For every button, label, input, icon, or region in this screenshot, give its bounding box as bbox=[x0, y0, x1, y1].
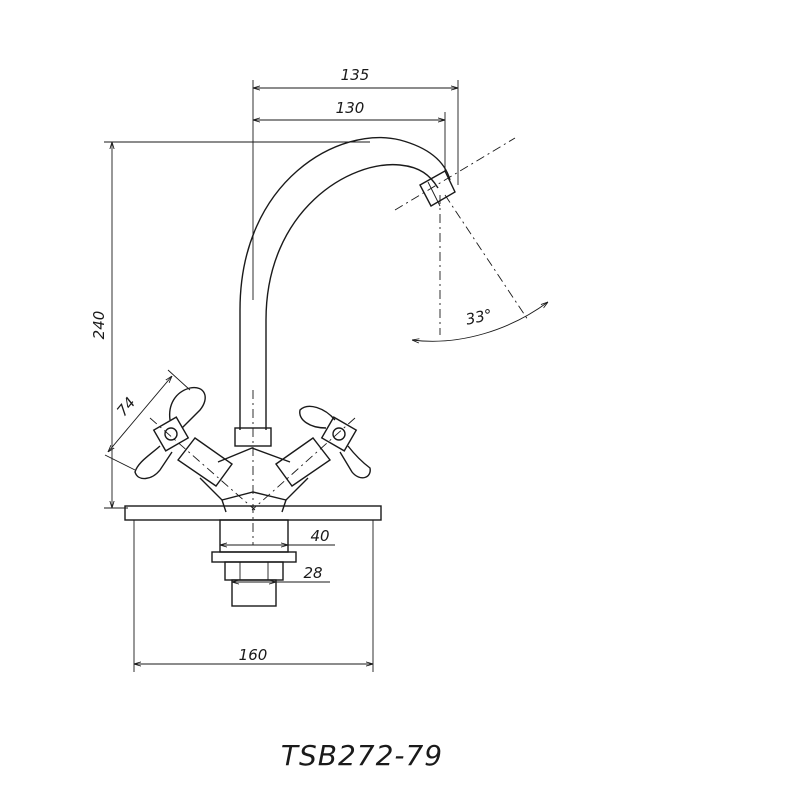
dim-28-label: 28 bbox=[303, 564, 322, 582]
base-assembly bbox=[124, 505, 382, 607]
dimension-40: 40 bbox=[219, 527, 335, 552]
left-valve-body bbox=[176, 437, 233, 487]
dimension-angle: 33° bbox=[412, 302, 548, 341]
right-valve-body bbox=[275, 437, 332, 487]
dimension-240: 240 bbox=[90, 141, 370, 509]
dim-135-label: 135 bbox=[341, 66, 370, 84]
dimension-130: 130 bbox=[253, 99, 446, 172]
dim-240-label: 240 bbox=[90, 311, 108, 340]
faucet-body bbox=[176, 437, 332, 513]
dim-33-label: 33° bbox=[464, 306, 494, 329]
dim-160-label: 160 bbox=[239, 646, 268, 664]
nut bbox=[224, 561, 284, 581]
dimension-28: 28 bbox=[231, 564, 330, 590]
washer bbox=[211, 551, 297, 563]
model-title: TSB272-79 bbox=[281, 739, 443, 772]
spout bbox=[234, 136, 456, 447]
dimension-160: 160 bbox=[133, 520, 374, 672]
aerator-nozzle bbox=[419, 170, 456, 207]
shank bbox=[219, 519, 289, 553]
dim-40-label: 40 bbox=[310, 527, 329, 545]
dim-74-label: 74 bbox=[113, 394, 139, 420]
right-handle bbox=[299, 405, 371, 479]
dimension-135: 135 bbox=[252, 66, 459, 300]
dim-130-label: 130 bbox=[336, 99, 365, 117]
threaded-stem bbox=[231, 579, 277, 607]
left-handle bbox=[134, 386, 206, 480]
